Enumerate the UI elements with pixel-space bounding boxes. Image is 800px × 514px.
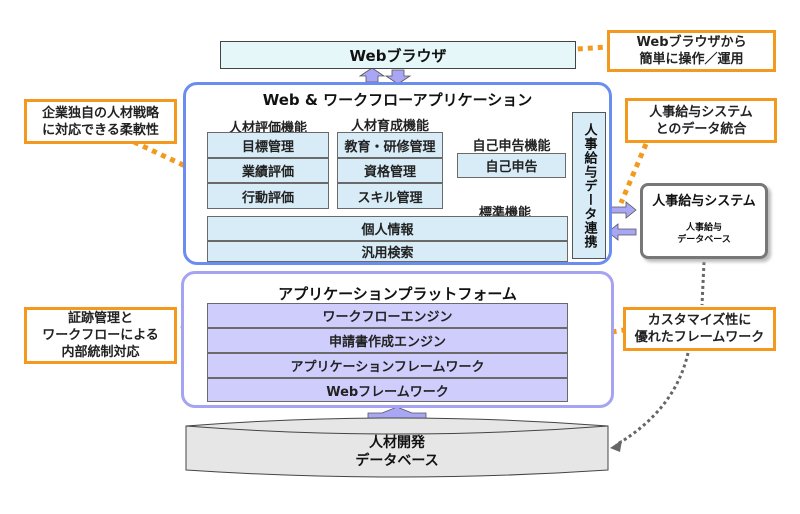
arrow-from-hr <box>607 223 637 241</box>
item-web-framework: Webフレームワーク <box>207 378 568 402</box>
item-self-report: 自己申告 <box>457 153 566 178</box>
callout-line: 人事給与システム <box>649 104 753 120</box>
item-behavior-evaluation: 行動評価 <box>207 183 329 209</box>
callout-hr-integration: 人事給与システム とのデータ統合 <box>625 98 777 143</box>
main-db-label-line1: 人材開発 <box>369 435 425 451</box>
callout-browser-ease: Webブラウザから 簡単に操作／運用 <box>607 30 776 72</box>
hr-payroll-system-box <box>640 183 768 259</box>
platform-title: アプリケーションプラットフォーム <box>278 285 517 303</box>
item-skill-management: スキル管理 <box>337 183 443 209</box>
item-form-engine: 申請書作成エンジン <box>207 328 568 353</box>
arrow-platform-db <box>367 406 427 427</box>
item-performance-evaluation: 業績評価 <box>207 158 329 183</box>
callout-line: Webブラウザから <box>636 35 747 50</box>
hr-data-integration: 人事給与データ連携 <box>572 112 606 259</box>
connector-hr-to-db <box>615 261 706 447</box>
hr-db-label: 人事給与 データベース <box>662 221 746 247</box>
callout-line: 内部統制対応 <box>61 345 140 360</box>
item-workflow-engine: ワークフローエンジン <box>207 303 568 328</box>
callout-customizable: カスタマイズ性に 優れたフレームワーク <box>623 307 776 351</box>
callout-line: 企業独自の人材戦略 <box>41 105 159 121</box>
arrowhead-db <box>610 440 622 452</box>
callout-line: カスタマイズ性に <box>647 313 752 328</box>
callout-line: 証跡管理と <box>67 311 133 326</box>
callout-line: 簡単に操作／運用 <box>639 52 744 67</box>
hr-db-label-line2: データベース <box>677 235 731 245</box>
main-db-label: 人材開発 データベース <box>186 434 608 470</box>
callout-internal-control: 証跡管理と ワークフローによる 内部統制対応 <box>24 307 177 364</box>
item-goal-management: 目標管理 <box>207 132 329 158</box>
callout-line: ワークフローによる <box>42 328 159 343</box>
item-personal-info: 個人情報 <box>207 216 568 241</box>
item-general-search: 汎用検索 <box>207 241 568 262</box>
item-training-management: 教育・研修管理 <box>337 132 443 158</box>
item-app-framework: アプリケーションフレームワーク <box>207 353 568 378</box>
group-label-self-report: 自己申告機能 <box>472 139 551 154</box>
web-browser-label: Webブラウザ <box>349 46 447 65</box>
callout-line: に対応できる柔軟性 <box>42 122 159 138</box>
hr-db-label-line1: 人事給与 <box>685 223 722 233</box>
callout-flexibility: 企業独自の人材戦略 に対応できる柔軟性 <box>24 99 177 144</box>
web-browser-box: Webブラウザ <box>220 41 576 69</box>
item-qualification-management: 資格管理 <box>337 158 443 183</box>
app-title: Web & ワークフローアプリケーション <box>262 91 533 109</box>
callout-line: とのデータ統合 <box>655 121 747 137</box>
arrow-up-browser <box>358 67 386 83</box>
main-db-label-line2: データベース <box>355 453 439 469</box>
hr-system-title: 人事給与システム <box>652 194 756 209</box>
group-label-development: 人材育成機能 <box>350 119 429 134</box>
callout-line: 優れたフレームワーク <box>634 330 765 345</box>
